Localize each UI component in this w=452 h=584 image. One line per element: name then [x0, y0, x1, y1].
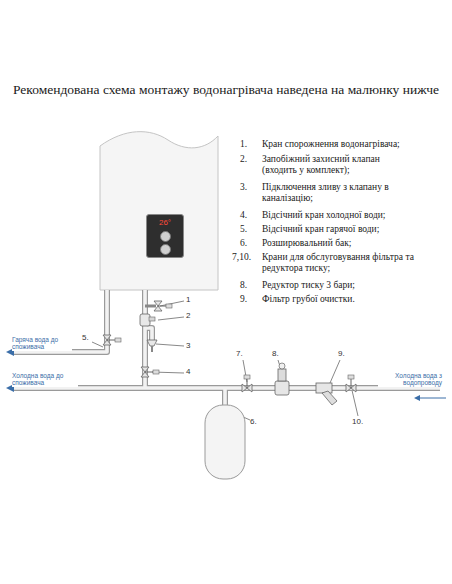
leader-lines	[92, 301, 358, 420]
drain-funnel	[147, 340, 157, 346]
pipe-label: Холодна вода з водопроводу	[378, 372, 442, 387]
list-item: Фільтр грубої очистки.	[262, 294, 442, 305]
callout-number: 8.	[272, 349, 288, 359]
list-item: Розширювальний бак;	[262, 238, 442, 249]
list-number: 4.	[240, 210, 260, 221]
list-item: Відсічний кран гарячої води;	[262, 224, 442, 235]
pipe-core	[145, 328, 152, 340]
list-number: 1.	[240, 139, 260, 150]
list-item: Запобіжний захисний клапан (входить у ко…	[262, 154, 412, 177]
cold-shutoff-valve	[141, 367, 159, 377]
list-item: Відсічний кран холодної води;	[262, 210, 442, 221]
safety-valve	[140, 314, 150, 326]
list-number: 8.	[240, 280, 260, 291]
control-knob	[160, 244, 171, 255]
pipe-label: Холодна вода до споживача	[12, 372, 78, 387]
list-number: 6.	[240, 238, 260, 249]
list-item: Крани для обслуговування фільтра та реду…	[262, 252, 424, 275]
service-valve	[242, 375, 252, 392]
callout-number: 4	[186, 367, 200, 377]
list-number: 7,10.	[232, 252, 260, 263]
list-number: 2.	[240, 154, 260, 165]
control-display: 26°	[146, 214, 184, 258]
expansion-tank	[205, 405, 245, 479]
safety-valve-lever	[149, 317, 155, 321]
drain-pipe	[151, 346, 153, 352]
list-item: Підключення зливу з клапану в каналізаці…	[262, 182, 402, 205]
callout-number: 2	[186, 311, 200, 321]
list-number: 5.	[240, 224, 260, 235]
flow-arrow-head	[414, 395, 420, 401]
callout-number: 3	[186, 341, 200, 351]
pipe-outline	[222, 388, 228, 405]
drain-branch	[145, 305, 156, 308]
control-knob	[160, 231, 171, 242]
title: Рекомендована схема монтажу водонагрівач…	[6, 82, 446, 98]
pressure-reducer	[275, 363, 289, 395]
callout-number: 5.	[82, 333, 96, 343]
coarse-filter	[316, 383, 337, 405]
list-item: Кран спорожнення водонагрівача;	[262, 139, 442, 150]
callout-number: 10.	[352, 417, 370, 427]
callout-number: 1	[186, 295, 200, 305]
list-number: 3.	[240, 182, 260, 193]
callout-number: 7.	[236, 349, 252, 359]
pipes	[14, 290, 440, 405]
list-number: 9.	[240, 294, 260, 305]
temperature-readout: 26°	[147, 215, 183, 227]
list-item: Редуктор тиску 3 бари;	[262, 280, 442, 291]
drain-valve	[154, 301, 172, 311]
flow-arrow	[418, 398, 446, 399]
service-valve	[346, 375, 356, 392]
callout-number: 9.	[338, 349, 354, 359]
heater-body	[100, 132, 218, 290]
hot-shutoff-valve	[103, 335, 121, 345]
pipe-label: Гаряча вода до споживача	[12, 336, 72, 351]
callout-number: 6.	[250, 417, 266, 427]
pipe-core	[223, 388, 227, 405]
